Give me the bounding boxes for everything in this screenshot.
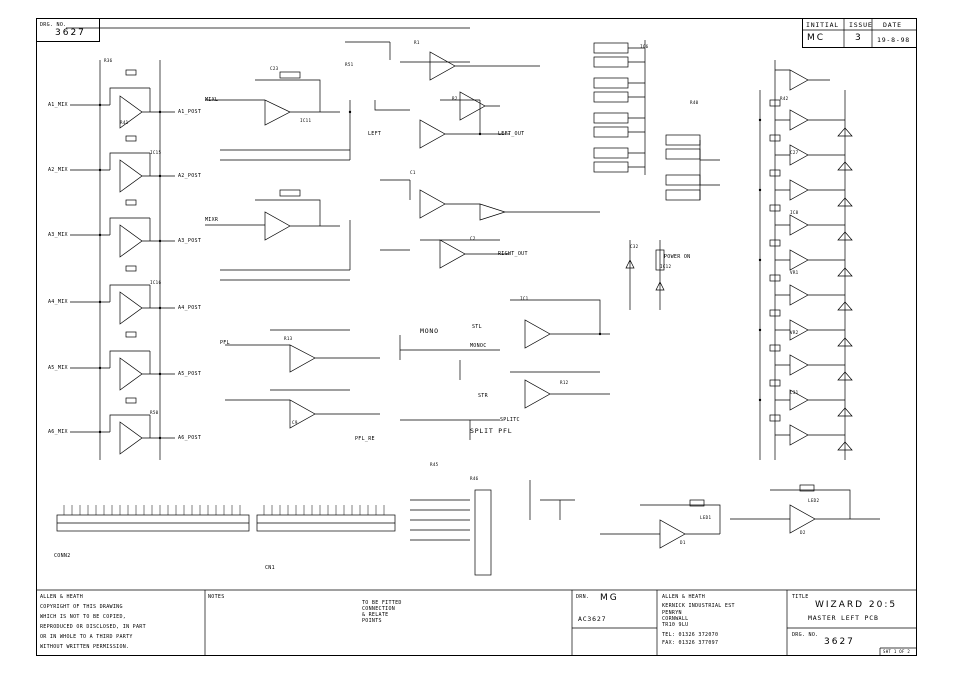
signal-power-on: POWER ON — [664, 254, 691, 260]
signal-pfl: PFL — [220, 340, 230, 346]
copyright-line: ALLEN & HEATH — [40, 594, 84, 600]
component-ref: C9 — [292, 420, 298, 425]
drn-value: MG — [600, 593, 619, 603]
signal-split-pfl: SPLIT PFL — [470, 427, 513, 435]
title-label: TITLE — [792, 594, 809, 600]
signal-right-out: RIGHT_OUT — [498, 251, 528, 257]
component-ref: VR2 — [790, 330, 799, 335]
signal-a6-post: A6_POST — [178, 435, 202, 441]
drg-no-label: DRG. NO. — [40, 22, 67, 28]
component-ref: R40 — [690, 100, 699, 105]
signal-rpfl: PFL_RE — [355, 436, 375, 442]
copyright-line: COPYRIGHT OF THIS DRAWING — [40, 604, 123, 610]
signal-a2-mix: A2_MIX — [48, 167, 68, 173]
signal-splitc: SPLITC — [500, 417, 520, 423]
sheet-ref: SHT 1 OF 2 — [883, 649, 911, 654]
signal-a2-post: A2_POST — [178, 173, 202, 179]
company-line: PENRYN — [662, 610, 682, 616]
issue-header: ISSUE — [849, 21, 873, 29]
copyright-line: OR IN WHOLE TO A THIRD PARTY — [40, 634, 133, 640]
connector-conn2-label: CONN2 — [54, 553, 71, 559]
component-ref: C1 — [410, 170, 416, 175]
component-ref: C23 — [270, 66, 279, 71]
notes-text-line: CONNECTION — [362, 606, 396, 612]
drawing-code: AC3627 — [578, 615, 607, 623]
component-ref: C27 — [790, 150, 799, 155]
component-ref: IC1 — [520, 296, 529, 301]
drg-no-bottom-value: 3627 — [824, 637, 855, 647]
signal-mono: MONO — [420, 327, 439, 335]
component-ref: IC15 — [150, 150, 162, 155]
component-ref: IC6 — [640, 44, 649, 49]
signal-a1-mix: A1_MIX — [48, 102, 68, 108]
company-line: FAX: 01326 377097 — [662, 640, 719, 646]
notes-label: NOTES — [208, 594, 225, 600]
component-ref: R12 — [560, 380, 569, 385]
signal-str: STR — [478, 393, 488, 399]
connector-cn1-label: CN1 — [265, 565, 275, 571]
drg-no-bottom-label: DRG. NO. — [792, 632, 819, 638]
signal-a3-mix: A3_MIX — [48, 232, 68, 238]
component-ref: C32 — [630, 244, 639, 249]
component-ref: R13 — [284, 336, 293, 341]
drawing-sheet — [36, 18, 917, 656]
component-ref: LED1 — [700, 515, 712, 520]
signal-a5-post: A5_POST — [178, 371, 202, 377]
date-header: DATE — [883, 21, 902, 29]
company-line: ALLEN & HEATH — [662, 594, 706, 600]
component-ref: VR1 — [790, 270, 799, 275]
copyright-line: WITHOUT WRITTEN PERMISSION. — [40, 644, 130, 650]
initial-header: INITIAL — [806, 21, 839, 29]
signal-mix-r: MIXR — [205, 217, 219, 223]
title-line-2: MASTER LEFT PCB — [808, 614, 879, 622]
component-ref: R2 — [452, 96, 458, 101]
title-line-1: WIZARD 20:5 — [815, 600, 898, 610]
component-ref: IC8 — [790, 210, 799, 215]
signal-mix-l: MIXL — [205, 97, 219, 103]
signal-a4-mix: A4_MIX — [48, 299, 68, 305]
component-ref: R1 — [414, 40, 420, 45]
component-ref: R45 — [430, 462, 439, 467]
notes-text-line: & RELATE — [362, 612, 389, 618]
component-ref: LED2 — [808, 498, 820, 503]
signal-a5-mix: A5_MIX — [48, 365, 68, 371]
company-line: TEL: 01326 372070 — [662, 632, 719, 638]
initial-value: MC — [807, 33, 826, 43]
component-ref: R51 — [345, 62, 354, 67]
signal-a1-post: A1_POST — [178, 109, 202, 115]
component-ref: C31 — [790, 390, 799, 395]
component-ref: R36 — [104, 58, 113, 63]
issue-value: 3 — [855, 33, 863, 43]
drawing-number-box-top: DRG. NO. 3627 — [36, 18, 100, 42]
copyright-line: REPRODUCED OR DISCLOSED, IN PART — [40, 624, 146, 630]
signal-a3-post: A3_POST — [178, 238, 202, 244]
component-ref: D2 — [800, 530, 806, 535]
drg-no-value: 3627 — [55, 28, 86, 38]
notes-text-line: POINTS — [362, 618, 382, 624]
signal-a4-post: A4_POST — [178, 305, 202, 311]
notes-text-line: TO BE FITTED — [362, 600, 402, 606]
component-ref: R41 — [120, 120, 129, 125]
signal-left-out: LEFT_OUT — [498, 131, 525, 137]
component-ref: R42 — [780, 96, 789, 101]
revision-block: INITIAL ISSUE DATE MC 3 19-8-98 — [802, 18, 917, 48]
copyright-line: WHICH IS NOT TO BE COPIED, — [40, 614, 127, 620]
component-ref: D1 — [680, 540, 686, 545]
company-line: CORNWALL — [662, 616, 689, 622]
company-line: KERNICK INDUSTRIAL EST — [662, 603, 735, 609]
signal-a6-mix: A6_MIX — [48, 429, 68, 435]
component-ref: C2 — [470, 236, 476, 241]
component-ref: IC16 — [150, 280, 162, 285]
date-value: 19-8-98 — [877, 36, 910, 44]
component-ref: R46 — [470, 476, 479, 481]
component-ref: R50 — [150, 410, 159, 415]
signal-monoc: MONOC — [470, 343, 487, 349]
component-ref: IC12 — [660, 264, 672, 269]
component-ref: IC11 — [300, 118, 312, 123]
company-line: TR10 9LU — [662, 622, 689, 628]
drn-label: DRN. — [576, 594, 590, 600]
signal-left: LEFT — [368, 131, 382, 137]
signal-stl: STL — [472, 324, 482, 330]
